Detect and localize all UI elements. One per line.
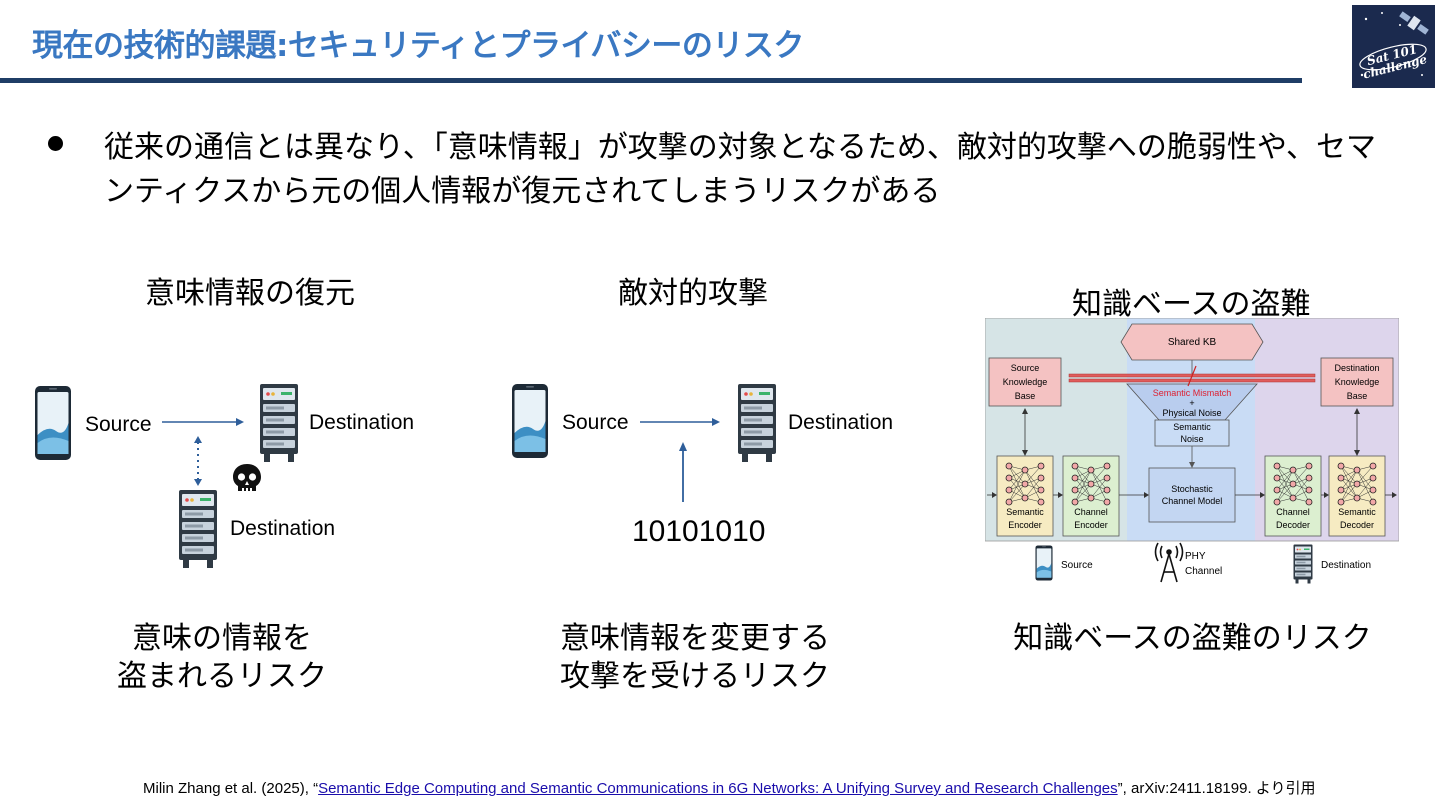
logo: Sat 101 challenge xyxy=(1352,5,1435,88)
svg-text:Knowledge: Knowledge xyxy=(1003,377,1048,387)
recovery-destination-label: Destination xyxy=(309,411,414,435)
svg-text:Noise: Noise xyxy=(1180,434,1203,444)
adversarial-destination-label: Destination xyxy=(788,411,893,435)
svg-text:Base: Base xyxy=(1347,391,1368,401)
svg-text:Base: Base xyxy=(1015,391,1036,401)
kb-figure-svg: Shared KB Semantic Mismatch + Physical N… xyxy=(985,318,1399,586)
legend-source-label: Source xyxy=(1061,560,1093,571)
svg-text:Decoder: Decoder xyxy=(1340,520,1374,530)
attacker-destination-label: Destination xyxy=(230,517,335,541)
channel-decoder-box: Channel Decoder xyxy=(1265,456,1321,536)
shared-kb-label: Shared KB xyxy=(1168,337,1217,348)
antenna-icon xyxy=(1156,543,1183,582)
svg-text:Semantic: Semantic xyxy=(1338,507,1376,517)
bullet-text: 従来の通信とは異なり、「意味情報」が攻撃の対象となるため、敵対的攻撃への脆弱性や… xyxy=(104,126,1404,214)
title-divider xyxy=(0,78,1302,83)
kb-theft-heading: 知識ベースの盗難 xyxy=(1072,279,1311,323)
svg-text:Decoder: Decoder xyxy=(1276,520,1310,530)
skull-icon xyxy=(230,462,264,496)
legend-phy-label: PHY xyxy=(1185,551,1206,562)
injected-bits: 10101010 xyxy=(632,515,765,549)
svg-text:Semantic: Semantic xyxy=(1006,507,1044,517)
citation: Milin Zhang et al. (2025), “Semantic Edg… xyxy=(143,777,1316,798)
svg-text:Destination: Destination xyxy=(1334,363,1379,373)
channel-encoder-box: Channel Encoder xyxy=(1063,456,1119,536)
page-title: 現在の技術的課題:セキュリティとプライバシーのリスク xyxy=(32,20,804,65)
legend-source-phone-icon xyxy=(1035,545,1052,580)
svg-text:Channel: Channel xyxy=(1276,507,1310,517)
recovery-source-label: Source xyxy=(85,413,152,437)
channel-model-box xyxy=(1149,468,1235,522)
adversarial-caption: 意味情報を変更する 攻撃を受けるリスク xyxy=(530,620,860,696)
svg-text:Channel Model: Channel Model xyxy=(1162,496,1223,506)
svg-text:Semantic: Semantic xyxy=(1173,422,1211,432)
adversarial-arrows xyxy=(630,410,730,510)
plus-label: + xyxy=(1189,398,1194,408)
legend-destination-label: Destination xyxy=(1321,560,1371,571)
adversarial-source-phone-icon xyxy=(511,383,549,459)
semantic-decoder-box: Semantic Decoder xyxy=(1329,456,1385,536)
kb-theft-caption: 知識ベースの盗難のリスク xyxy=(990,620,1395,658)
svg-text:Encoder: Encoder xyxy=(1074,520,1108,530)
svg-text:Channel: Channel xyxy=(1185,566,1222,577)
svg-text:Knowledge: Knowledge xyxy=(1335,377,1380,387)
recovery-caption: 意味の情報を 盗まれるリスク xyxy=(72,620,372,696)
semantic-comm-figure: Shared KB Semantic Mismatch + Physical N… xyxy=(985,318,1399,586)
legend-destination-server-icon xyxy=(1294,545,1313,584)
adversarial-destination-server-icon xyxy=(737,383,777,463)
recovery-destination-server-icon xyxy=(259,383,299,463)
source-phone-icon xyxy=(34,385,72,461)
svg-text:Channel: Channel xyxy=(1074,507,1108,517)
paper-link[interactable]: Semantic Edge Computing and Semantic Com… xyxy=(318,780,1118,797)
semantic-encoder-box: Semantic Encoder xyxy=(997,456,1053,536)
recovery-heading: 意味情報の復元 xyxy=(145,268,355,312)
physical-noise-label: Physical Noise xyxy=(1162,408,1221,418)
adversarial-heading: 敵対的攻撃 xyxy=(618,268,768,312)
svg-text:Stochastic: Stochastic xyxy=(1171,484,1213,494)
mismatch-label: Semantic Mismatch xyxy=(1153,388,1232,398)
svg-text:Encoder: Encoder xyxy=(1008,520,1042,530)
attacker-server-icon xyxy=(178,489,218,569)
svg-text:Source: Source xyxy=(1011,363,1040,373)
adversarial-source-label: Source xyxy=(562,411,629,435)
bullet-marker xyxy=(48,136,63,151)
